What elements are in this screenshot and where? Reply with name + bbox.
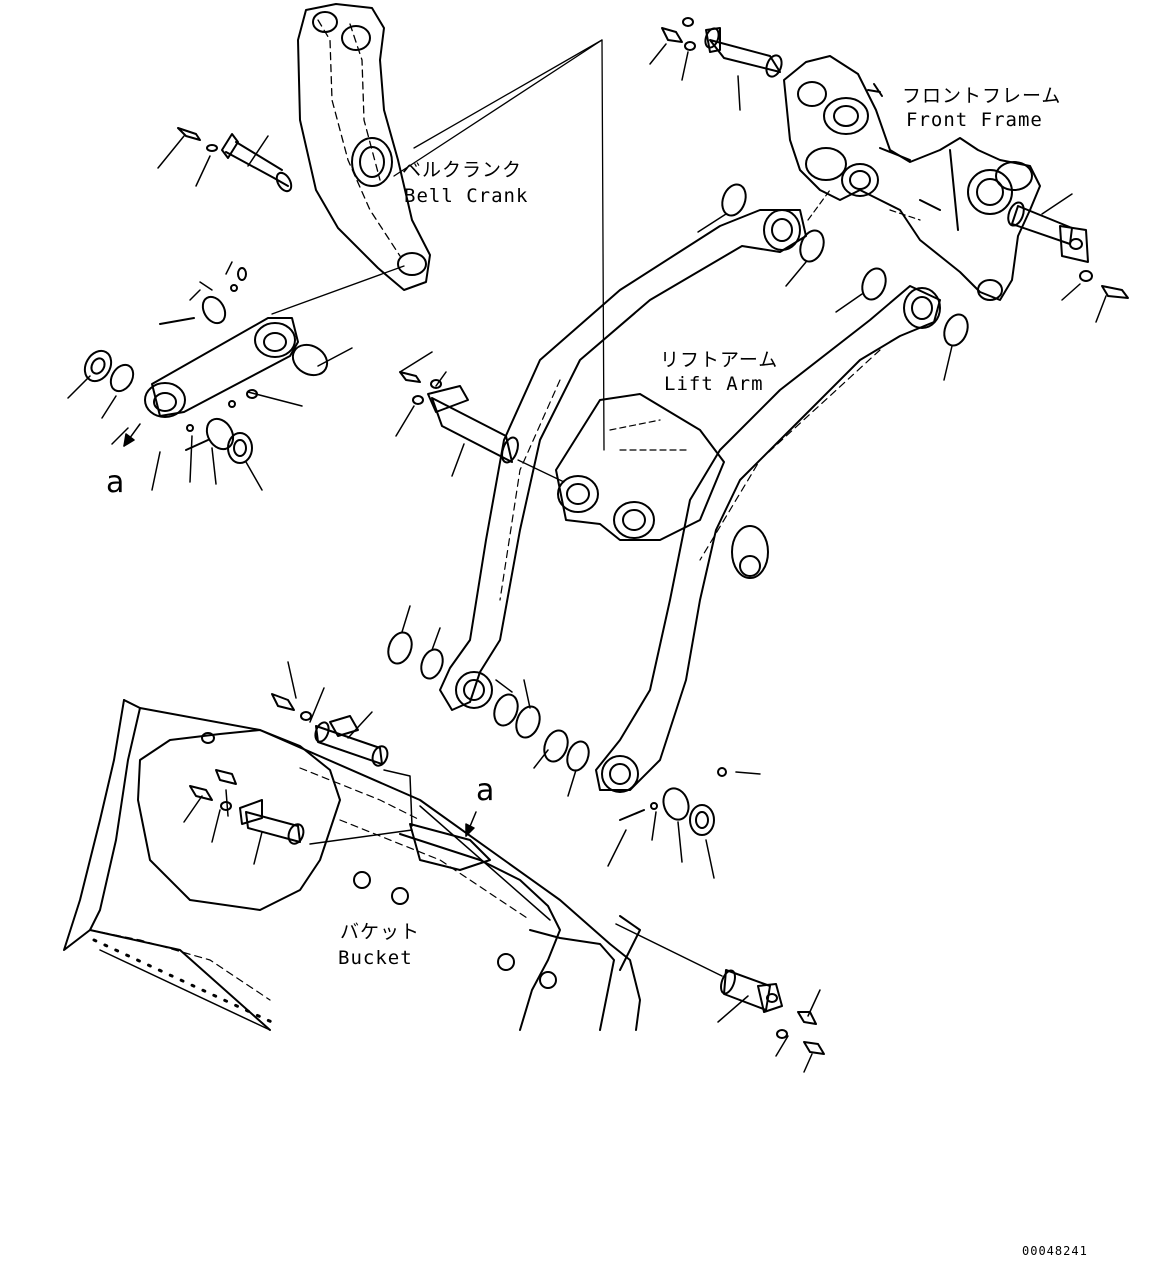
callout-arrows	[123, 423, 477, 837]
bucket-label-jp: バケット	[340, 921, 421, 943]
bucket-link	[83, 267, 329, 464]
bucket-pin-right	[720, 969, 825, 1055]
callout-a-left: a	[106, 465, 125, 500]
document-number: 00048241	[1022, 1244, 1088, 1258]
leader-lines-left	[67, 135, 353, 491]
front-frame	[783, 55, 1041, 301]
washers-front	[721, 183, 969, 347]
leader-lines-center	[395, 351, 465, 477]
bucket-pin-upper	[271, 693, 389, 767]
leader-lines-lower	[401, 605, 761, 879]
bell-crank	[297, 3, 431, 291]
lift-arm-cross-tube	[555, 393, 725, 541]
front-frame-label-en: Front Frame	[906, 109, 1043, 131]
washers-lower	[387, 631, 727, 836]
bucket-pin-left	[189, 769, 305, 845]
lift-arm-right	[595, 285, 941, 793]
callout-a-bottom: a	[476, 773, 495, 808]
bucket-label-en: Bucket	[338, 947, 413, 969]
lift-arm-label-en: Lift Arm	[664, 373, 764, 395]
leader-lines-front	[649, 43, 1107, 381]
bell-crank-label-jp: ベルクランク	[402, 159, 523, 181]
lift-arm-left	[439, 209, 807, 711]
front-frame-label-jp: フロントフレーム	[902, 85, 1062, 107]
front-frame-pin-lower	[1007, 201, 1129, 299]
bell-crank-pin	[177, 127, 293, 193]
bucket	[63, 699, 641, 1031]
bell-crank-label-en: Bell Crank	[404, 185, 529, 207]
leader-lines-bucket	[183, 661, 821, 1073]
lift-arm-label-jp: リフトアーム	[660, 349, 779, 371]
lift-arm-center-pin	[399, 371, 519, 464]
front-frame-pin-upper	[661, 17, 783, 78]
assembly-lines	[271, 39, 605, 483]
